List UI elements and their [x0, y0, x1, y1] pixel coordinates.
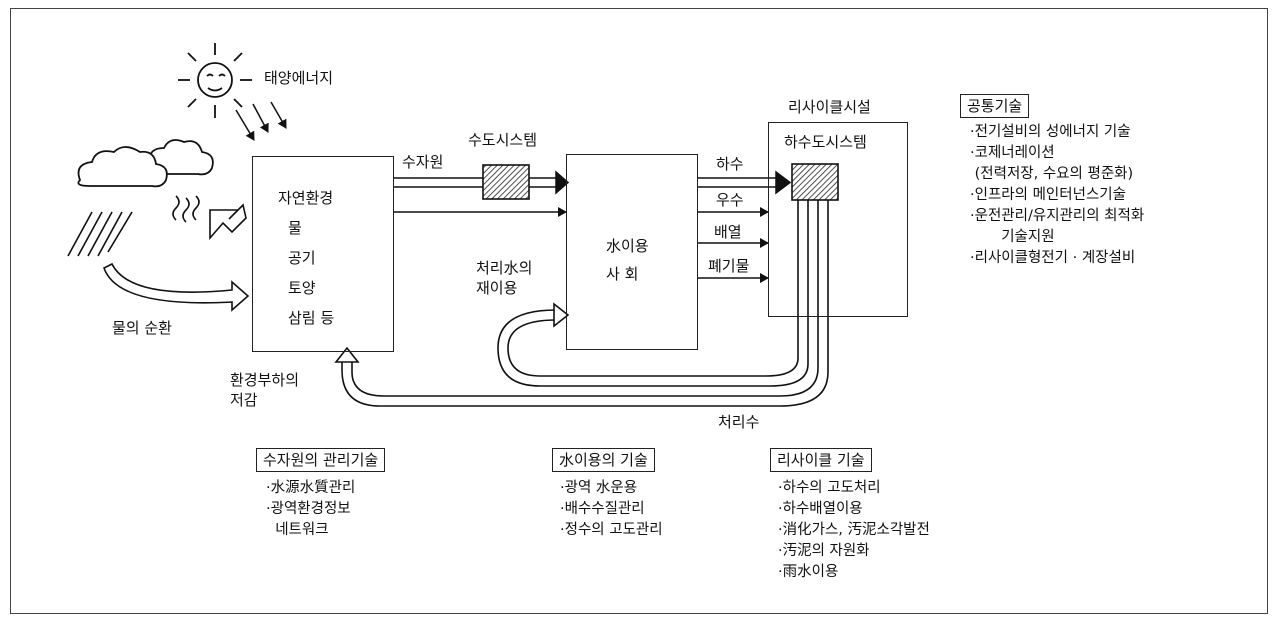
reuse-label-1: 처리水의: [476, 258, 532, 278]
common-tech-list: ·전기설비의 성에너지 기술 ·코제너레이션 (전력저장, 수요의 평준화) ·…: [970, 122, 1144, 269]
water-use-tech-title: 水이용의 기술: [552, 448, 655, 472]
water-resource-tech-title: 수자원의 관리기술: [256, 448, 385, 472]
waste-label: 폐기물: [708, 256, 749, 276]
list-item: ·리사이클형전기 · 계장설비: [970, 248, 1144, 269]
water-source-label: 수자원: [402, 152, 443, 172]
list-item: ·배수수질관리: [560, 499, 663, 520]
water-use-tech-list: ·광역 水운용 ·배수수질관리 ·정수의 고도관리: [560, 478, 663, 541]
env-load-label-2: 저감: [230, 390, 258, 410]
natural-env-soil: 토양: [288, 278, 316, 298]
water-society-line1: 水이용: [606, 236, 649, 256]
water-supply-system-label: 수도시스템: [468, 130, 537, 150]
list-item: ·水源水質관리: [266, 478, 355, 499]
water-cycle-label: 물의 순환: [112, 318, 172, 338]
water-cycle-arrow: [104, 264, 248, 310]
list-item: ·하수의 고도처리: [778, 478, 930, 499]
reuse-label-2: 재이용: [476, 278, 517, 298]
natural-env-title: 자연환경: [278, 188, 333, 208]
list-item: 기술지원: [970, 227, 1144, 248]
recycle-tech-title: 리사이클 기술: [770, 448, 872, 472]
list-item: ·전기설비의 성에너지 기술: [970, 122, 1144, 143]
common-tech-title: 공통기술: [960, 94, 1029, 118]
recycle-tech-list: ·하수의 고도처리 ·하수배열이용 ·消化가스, 汚泥소각발전 ·汚泥의 자원화…: [778, 478, 930, 583]
natural-env-forest: 삼림 등: [288, 308, 334, 328]
vapor-icon: [173, 196, 199, 222]
water-resource-tech-list: ·水源水質관리 ·광역환경정보 네트워크: [266, 478, 355, 541]
list-item: ·汚泥의 자원화: [778, 541, 930, 562]
list-item: ·雨水이용: [778, 562, 930, 583]
natural-env-water: 물: [288, 218, 302, 238]
solar-energy-label: 태양에너지: [264, 68, 333, 88]
rainwater-label: 우수: [716, 190, 744, 210]
recycle-facility-label: 리사이클시설: [788, 97, 871, 117]
water-source-flow: [393, 172, 568, 193]
list-item: ·消化가스, 汚泥소각발전: [778, 520, 930, 541]
list-item: ·하수배열이용: [778, 499, 930, 520]
sewage-label: 하수: [716, 154, 744, 174]
sun-icon: [178, 43, 252, 118]
list-item: (전력저장, 수요의 평준화): [970, 164, 1144, 185]
list-item: ·운전관리/유지관리의 최적화: [970, 206, 1144, 227]
list-item: ·코제너레이션: [970, 143, 1144, 164]
evaporation-arrow: [210, 205, 246, 238]
water-society-line2: 사 회: [606, 264, 638, 284]
list-item: ·광역 水운용: [560, 478, 663, 499]
rain-icon: [68, 212, 132, 256]
list-item: ·인프라의 메인터넌스기술: [970, 185, 1144, 206]
treated-water-label: 처리수: [718, 412, 759, 432]
sewer-system-label: 하수도시스템: [784, 132, 867, 152]
list-item: 네트워크: [266, 520, 355, 541]
list-item: ·정수의 고도관리: [560, 520, 663, 541]
env-load-label-1: 환경부하의: [230, 370, 299, 390]
waste-heat-label: 배열: [714, 222, 742, 242]
water-supply-box: [483, 165, 529, 199]
natural-env-air: 공기: [288, 248, 316, 268]
list-item: ·광역환경정보: [266, 499, 355, 520]
cloud-icon: [78, 140, 213, 186]
solar-arrows: [236, 102, 286, 140]
